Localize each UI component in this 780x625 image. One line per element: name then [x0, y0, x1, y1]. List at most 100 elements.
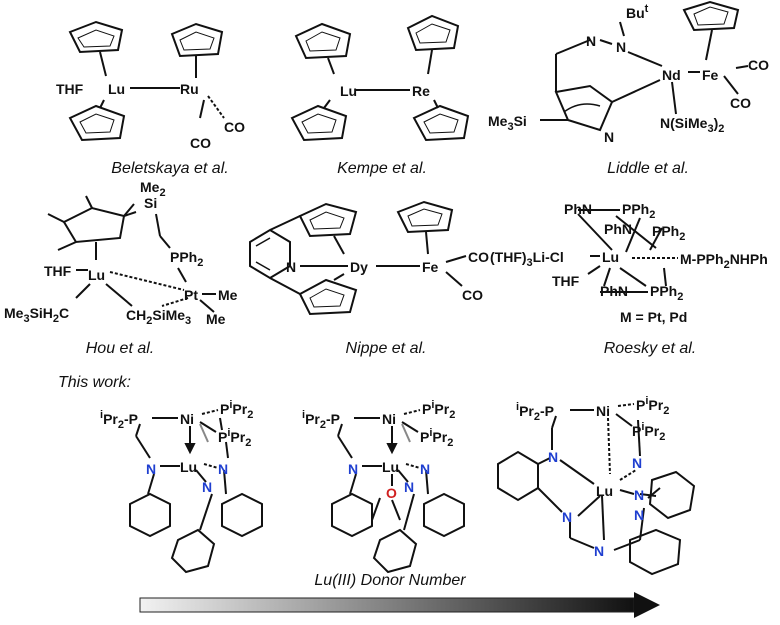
- n-label: N: [594, 543, 604, 559]
- n-label: N: [218, 461, 228, 477]
- thf3-label: (THF)3Li-Cl: [490, 249, 564, 269]
- lu-label: Lu: [602, 249, 619, 265]
- co-label: CO: [190, 135, 211, 151]
- me2-label: Me2: [140, 179, 166, 199]
- caption-kempe: Kempe et al.: [337, 160, 427, 177]
- donor-number-arrow: [139, 592, 660, 618]
- cp-ring-icon: [682, 0, 740, 32]
- phenyl-ring-icon: [648, 470, 696, 520]
- si-label: Si: [144, 195, 157, 211]
- lu-label: Lu: [108, 81, 125, 97]
- cp-ring-icon: [298, 202, 358, 238]
- phenyl-ring-icon: [129, 492, 171, 538]
- ipr2p-label: iPr2-P: [302, 409, 340, 431]
- pph2-label: PPh2: [170, 249, 203, 269]
- cp-ring-icon: [298, 278, 358, 316]
- m-pph2nhph-label: M-PPh2NHPh: [680, 251, 768, 271]
- re-label: Re: [412, 83, 430, 99]
- n-label: N: [404, 479, 414, 495]
- n-label: N: [586, 33, 596, 49]
- caption-beletskaya: Beletskaya et al.: [111, 160, 229, 177]
- lu-label: Lu: [596, 483, 613, 499]
- n-label: N: [146, 461, 156, 477]
- n-label: N: [202, 479, 212, 495]
- me3si-label: Me3Si: [488, 113, 527, 133]
- pyridine-ring-icon: [249, 228, 291, 280]
- thf-label: THF: [552, 273, 580, 289]
- n-label: N: [604, 129, 614, 145]
- lu-label: Lu: [180, 459, 197, 475]
- cp-ring-icon: [406, 14, 460, 52]
- n-label: N: [420, 461, 430, 477]
- ni-label: Ni: [596, 403, 610, 419]
- n-label: N: [616, 39, 626, 55]
- phn-label: PhN: [600, 283, 628, 299]
- pipr2-label: PiPr2: [636, 395, 669, 417]
- structure-liddle: [540, 0, 749, 132]
- caption-roesky: Roesky et al.: [603, 340, 697, 357]
- this-work-label: This work:: [58, 374, 131, 391]
- nd-label: Nd: [662, 67, 681, 83]
- caption-hou: Hou et al.: [85, 340, 155, 357]
- me-label: Me: [218, 287, 238, 303]
- phn-label: PhN: [564, 201, 592, 217]
- ch2sime3-label: CH2SiMe3: [126, 307, 191, 327]
- phenyl-ring-icon: [170, 528, 216, 574]
- n-label: N: [634, 507, 644, 523]
- o-label: O: [386, 485, 397, 501]
- n-label: N: [634, 487, 644, 503]
- co-label: CO: [224, 119, 245, 135]
- cp-ring-icon: [396, 200, 454, 234]
- n-label: N: [286, 259, 296, 275]
- n-label: N: [562, 509, 572, 525]
- caption-liddle: Liddle et al.: [607, 160, 689, 177]
- ni-label: Ni: [382, 411, 396, 427]
- pipr2-label: PiPr2: [218, 427, 251, 449]
- phenyl-ring-icon: [423, 492, 465, 538]
- cp-ring-icon: [294, 22, 352, 60]
- ipr2p-label: iPr2-P: [100, 409, 138, 431]
- pipr2-label: PiPr2: [632, 421, 665, 443]
- n-label: N: [348, 461, 358, 477]
- phenyl-ring-icon: [331, 492, 373, 538]
- donor-number-label: Lu(III) Donor Number: [314, 572, 466, 589]
- caption-nippe: Nippe et al.: [345, 340, 427, 357]
- but-label: But: [626, 3, 649, 21]
- structure-hou: [47, 195, 216, 313]
- pt-label: Pt: [184, 287, 198, 303]
- dy-label: Dy: [350, 259, 368, 275]
- phenyl-ring-icon: [372, 528, 418, 574]
- ru-label: Ru: [180, 81, 199, 97]
- lu-label: Lu: [88, 267, 105, 283]
- structure-this-work-3: [497, 403, 696, 576]
- n-label: N: [632, 455, 642, 471]
- phn-label: PhN: [604, 221, 632, 237]
- structure-roesky: [577, 209, 678, 293]
- cp-ring-icon: [170, 22, 224, 58]
- thf-label: THF: [56, 81, 84, 97]
- pph2-label: PPh2: [622, 201, 655, 221]
- structure-this-work-2: [331, 409, 465, 574]
- structure-beletskaya: [68, 20, 225, 142]
- structure-nippe: [249, 200, 467, 316]
- ipr2p-label: iPr2-P: [516, 401, 554, 423]
- structure-kempe: [290, 14, 470, 142]
- pipr2-label: PiPr2: [422, 399, 455, 421]
- pipr2-label: PiPr2: [420, 427, 453, 449]
- nsime3-label: N(SiMe3)2: [660, 115, 724, 135]
- lu-label: Lu: [382, 459, 399, 475]
- pph2-label: PPh2: [650, 283, 683, 303]
- pph2-label: PPh2: [652, 223, 685, 243]
- n-label: N: [548, 449, 558, 465]
- thf-label: THF: [44, 263, 72, 279]
- phenyl-ring-icon: [221, 492, 263, 538]
- cp-ring-icon: [68, 104, 126, 142]
- co-label: CO: [730, 95, 751, 111]
- co-label: CO: [748, 57, 769, 73]
- cp-ring-icon: [412, 104, 470, 142]
- me3sih2c-label: Me3SiH2C: [4, 305, 69, 325]
- me-label: Me: [206, 311, 226, 327]
- structure-this-work-1: [129, 409, 263, 574]
